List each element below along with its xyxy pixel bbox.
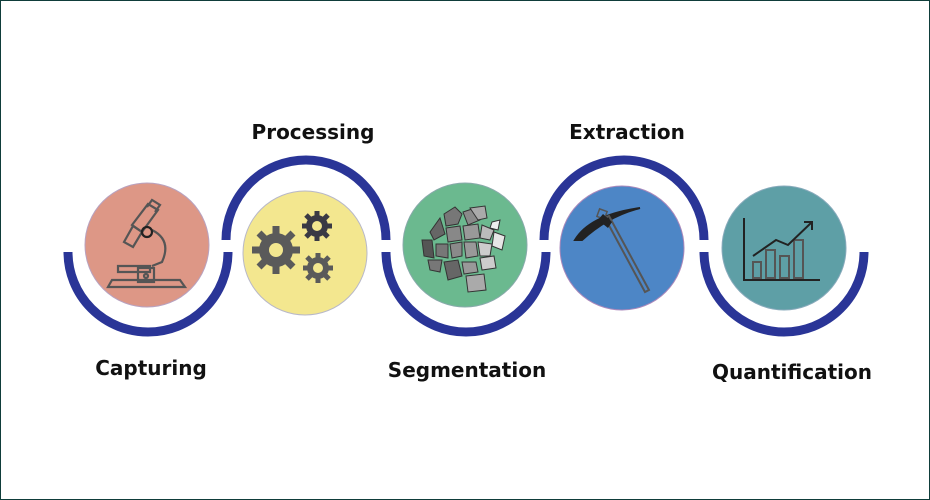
- gears-icon: [252, 211, 333, 283]
- step-processing-circle: [242, 190, 368, 316]
- microscope-icon: [106, 198, 188, 289]
- bar-chart-icon: [743, 218, 820, 281]
- rock-particles-icon: [421, 205, 506, 293]
- connector-arc-processing: [221, 155, 391, 241]
- step-label-segmentation: Segmentation: [387, 358, 547, 382]
- connector-arc-extraction: [539, 155, 709, 241]
- step-quantification-circle: [721, 185, 847, 311]
- step-segmentation-circle: [402, 182, 528, 308]
- connector-arc-capturing: [63, 251, 233, 337]
- step-extraction-circle: [559, 185, 685, 311]
- connector-arc-segmentation: [381, 251, 551, 337]
- step-label-processing: Processing: [251, 120, 375, 144]
- pickaxe-icon: [573, 207, 651, 294]
- connector-arc-quantification: [699, 251, 869, 337]
- step-label-extraction: Extraction: [569, 120, 685, 144]
- step-label-capturing: Capturing: [95, 356, 207, 380]
- step-label-quantification: Quantification: [712, 360, 872, 384]
- step-capturing-circle: [84, 182, 210, 308]
